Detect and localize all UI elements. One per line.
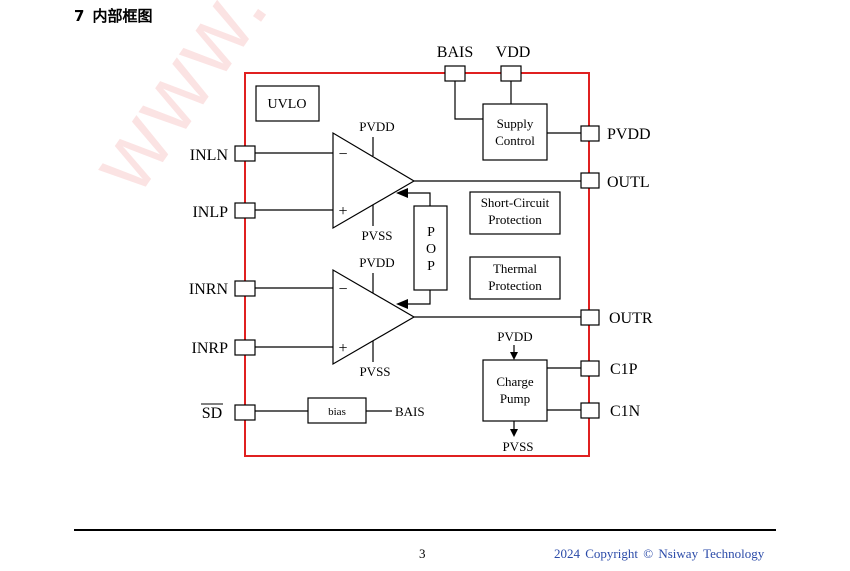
amp2-pvss-label: PVSS [359, 364, 390, 379]
pop-label-p1: P [427, 225, 435, 240]
arrowhead-cp-pvss [510, 429, 518, 437]
amp2-plus-sign: + [338, 340, 347, 357]
section-title: 内部框图 [92, 7, 153, 25]
right-amplifier [332, 268, 416, 366]
pop-label-p2: P [427, 259, 435, 274]
short-circuit-label-1: Short-Circuit [481, 195, 550, 210]
section-heading: 7 内部框图 [74, 5, 152, 26]
supply-label-2: Control [495, 133, 535, 148]
pin-box-pvdd [580, 125, 600, 142]
pin-box-inlp [234, 202, 256, 219]
copyright-text: 2024 Copyright © Nsiway Technology [554, 546, 765, 561]
pin-box-bais [444, 65, 466, 82]
pin-box-vdd [500, 65, 522, 82]
pin-label-inln: INLN [190, 147, 229, 164]
amp1-pvss-label: PVSS [361, 228, 392, 243]
pin-label-vdd: VDD [496, 44, 531, 61]
section-number: 7 [74, 7, 85, 25]
amp1-plus-sign: + [338, 203, 347, 220]
amp1-pvdd-label: PVDD [359, 119, 394, 134]
pin-label-c1p: C1P [610, 361, 638, 378]
pin-box-outr [580, 309, 600, 326]
footer-divider [74, 529, 776, 531]
pin-box-inrn [234, 280, 256, 297]
cp-pvdd-label: PVDD [497, 329, 532, 344]
pin-box-outl [580, 172, 600, 189]
supply-control-block [482, 103, 548, 161]
pin-label-sd: SD [202, 405, 222, 422]
wire-pop-amp1 [405, 192, 431, 206]
pin-box-c1p [580, 360, 600, 377]
arrowhead-pop-amp2 [396, 299, 408, 309]
cp-pvss-label: PVSS [502, 439, 533, 454]
wire-pop-amp2 [405, 290, 431, 305]
thermal-label-1: Thermal [493, 261, 537, 276]
pin-label-pvdd: PVDD [607, 126, 651, 143]
charge-pump-label-1: Charge [496, 374, 534, 389]
left-amplifier [332, 131, 416, 230]
pin-box-c1n [580, 402, 600, 419]
uvlo-block [255, 85, 320, 122]
pin-label-inrp: INRP [192, 340, 229, 357]
pin-label-outl: OUTL [607, 174, 650, 191]
charge-pump-block [482, 359, 548, 422]
pop-label-o: O [426, 242, 436, 257]
uvlo-label: UVLO [268, 97, 307, 112]
thermal-block [469, 256, 561, 300]
short-circuit-block [469, 191, 561, 235]
supply-label-1: Supply [497, 116, 534, 131]
bias-bais-label: BAIS [395, 404, 425, 419]
pin-box-sd [234, 404, 256, 421]
page-number: 3 [419, 546, 426, 561]
pin-box-inln [234, 145, 256, 162]
pin-label-inlp: INLP [192, 204, 228, 221]
wire-bais-supply [454, 81, 483, 120]
short-circuit-label-2: Protection [488, 212, 542, 227]
arrowhead-pop-amp1 [396, 188, 408, 198]
pin-box-inrp [234, 339, 256, 356]
amp2-minus-sign: − [338, 281, 347, 298]
charge-pump-label-2: Pump [500, 391, 530, 406]
amp2-pvdd-label: PVDD [359, 255, 394, 270]
pin-label-bais: BAIS [437, 44, 473, 61]
pin-label-c1n: C1N [610, 403, 641, 420]
amp1-minus-sign: − [338, 146, 347, 163]
pin-label-outr: OUTR [609, 310, 653, 327]
chip-boundary [244, 72, 590, 457]
pin-label-inrn: INRN [189, 281, 229, 298]
bias-label: bias [328, 406, 346, 418]
thermal-label-2: Protection [488, 278, 542, 293]
arrowhead-cp-pvdd [510, 352, 518, 360]
